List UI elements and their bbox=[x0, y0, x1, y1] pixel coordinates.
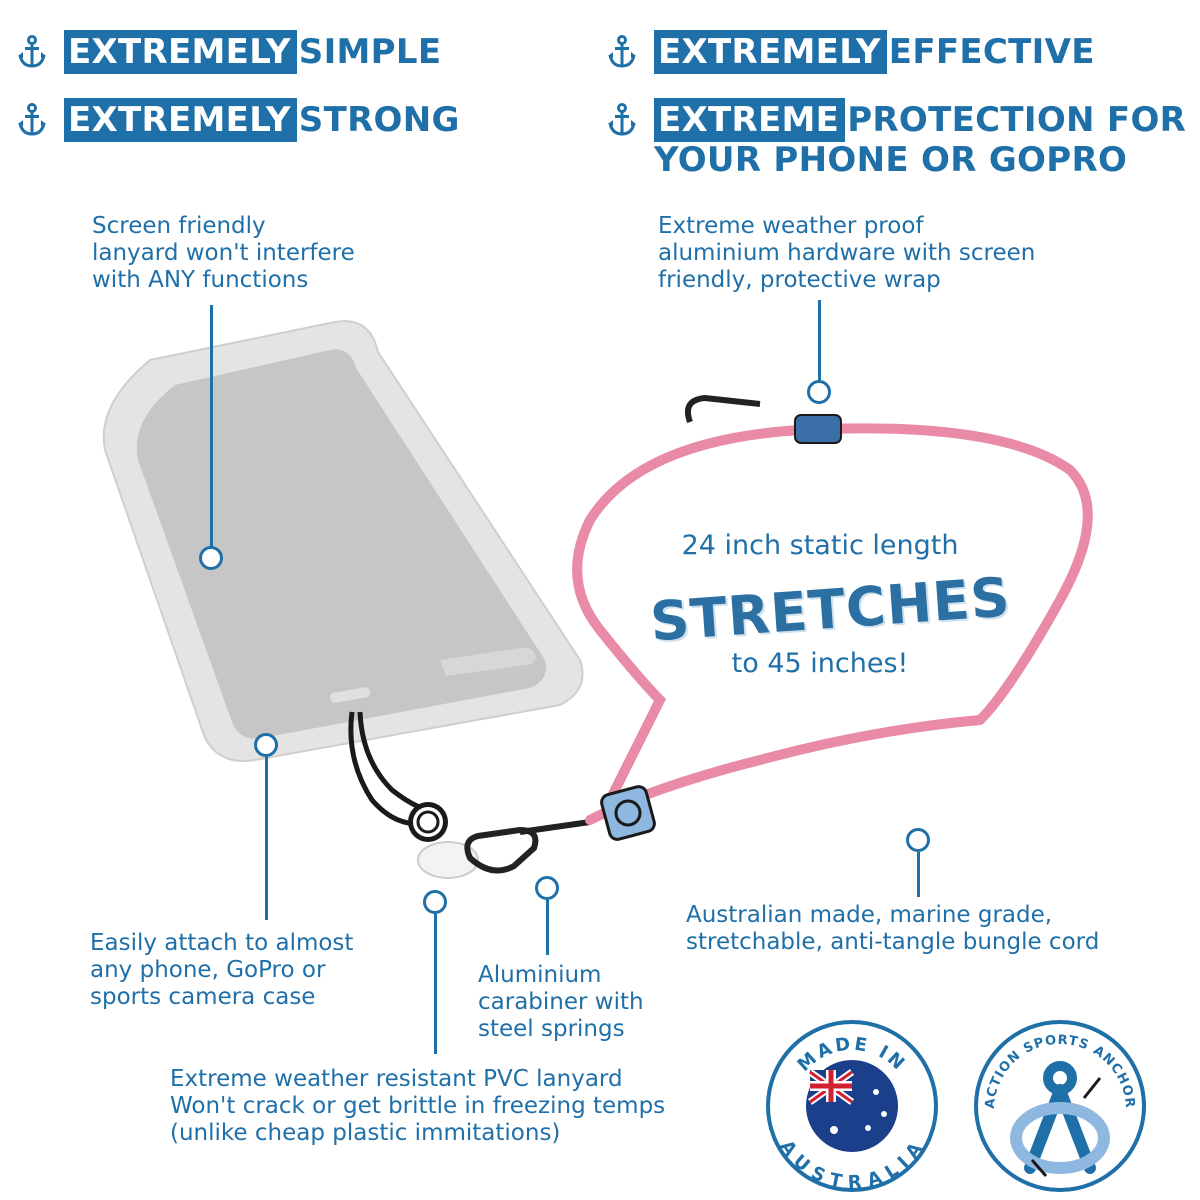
callout-attach: Easily attach to almost any phone, GoPro… bbox=[90, 930, 353, 1011]
callout-pvc: Extreme weather resistant PVC lanyard Wo… bbox=[170, 1066, 665, 1147]
carabiner bbox=[464, 819, 591, 874]
callout-line: any phone, GoPro or bbox=[90, 957, 326, 983]
svg-text:AUSTRALIA: AUSTRALIA bbox=[776, 1137, 929, 1194]
callout-marker bbox=[535, 876, 559, 900]
leader-line bbox=[917, 852, 920, 897]
bungee-cord bbox=[572, 394, 1093, 841]
callout-line: with ANY functions bbox=[92, 267, 309, 293]
headline-rest: SIMPLE bbox=[298, 32, 442, 72]
leader-line bbox=[818, 300, 821, 380]
made-in-australia-badge: MADE IN AUSTRALIA bbox=[764, 1018, 940, 1194]
callout-marker bbox=[423, 890, 447, 914]
pvc-lanyard bbox=[348, 711, 479, 879]
phone-case bbox=[102, 320, 584, 762]
headline-box: EXTREME bbox=[654, 98, 846, 142]
callout-line: Easily attach to almost bbox=[90, 930, 354, 956]
badge-australia: AUSTRALIA bbox=[776, 1137, 926, 1194]
callout-line: lanyard won't interfere bbox=[92, 240, 355, 266]
callout-line: aluminium hardware with screen bbox=[658, 240, 1036, 266]
headline-rest: EFFECTIVE bbox=[888, 32, 1095, 72]
callout-marker bbox=[906, 828, 930, 852]
leader-line bbox=[434, 914, 437, 1054]
headline-strong: EXTREMELY STRONG bbox=[18, 98, 460, 142]
headline-effective: EXTREMELY EFFECTIVE bbox=[608, 30, 1095, 74]
stretch-static-length: 24 inch static length bbox=[681, 530, 959, 561]
callout-hardware: Extreme weather proof aluminium hardware… bbox=[658, 213, 1035, 294]
svg-text:MADE IN: MADE IN bbox=[794, 1033, 911, 1076]
callout-carabiner: Aluminium carabiner with steel springs bbox=[478, 962, 644, 1043]
callout-line: steel springs bbox=[478, 1016, 625, 1042]
headline-protection-line2: YOUR PHONE OR GOPRO bbox=[654, 140, 1128, 180]
leader-line bbox=[546, 900, 549, 955]
callout-marker bbox=[199, 546, 223, 570]
headline-rest: STRONG bbox=[298, 100, 460, 140]
callout-marker bbox=[807, 380, 831, 404]
callout-marker bbox=[254, 733, 278, 757]
callout-line: Extreme weather proof bbox=[658, 213, 924, 239]
callout-line: carabiner with bbox=[478, 989, 644, 1015]
callout-line: sports camera case bbox=[90, 984, 316, 1010]
headline-box: EXTREMELY bbox=[654, 30, 887, 74]
badge-made-in: MADE IN bbox=[794, 1033, 908, 1076]
callout-screen-friendly: Screen friendly lanyard won't interfere … bbox=[92, 213, 355, 294]
callout-line: Won't crack or get brittle in freezing t… bbox=[170, 1093, 666, 1119]
headline-simple: EXTREMELY SIMPLE bbox=[18, 30, 441, 74]
headline-rest: PROTECTION FOR bbox=[847, 100, 1187, 140]
headline-box: EXTREMELY bbox=[64, 30, 297, 74]
stretch-max-length: to 45 inches! bbox=[731, 648, 909, 679]
callout-cord: Australian made, marine grade, stretchab… bbox=[686, 902, 1099, 956]
leader-line bbox=[210, 305, 213, 547]
callout-line: (unlike cheap plastic immitations) bbox=[170, 1120, 561, 1146]
headline-protection: EXTREME PROTECTION FOR bbox=[608, 98, 1186, 142]
headline-box: EXTREMELY bbox=[64, 98, 297, 142]
leader-line bbox=[265, 757, 268, 920]
callout-line: Screen friendly bbox=[92, 213, 266, 239]
callout-line: stretchable, anti-tangle bungle cord bbox=[686, 929, 1100, 955]
callout-line: friendly, protective wrap bbox=[658, 267, 941, 293]
callout-line: Australian made, marine grade, bbox=[686, 902, 1053, 928]
action-sports-anchor-logo: ACTION SPORTS ANCHOR bbox=[972, 1018, 1148, 1194]
callout-line: Aluminium bbox=[478, 962, 602, 988]
callout-line: Extreme weather resistant PVC lanyard bbox=[170, 1066, 623, 1092]
